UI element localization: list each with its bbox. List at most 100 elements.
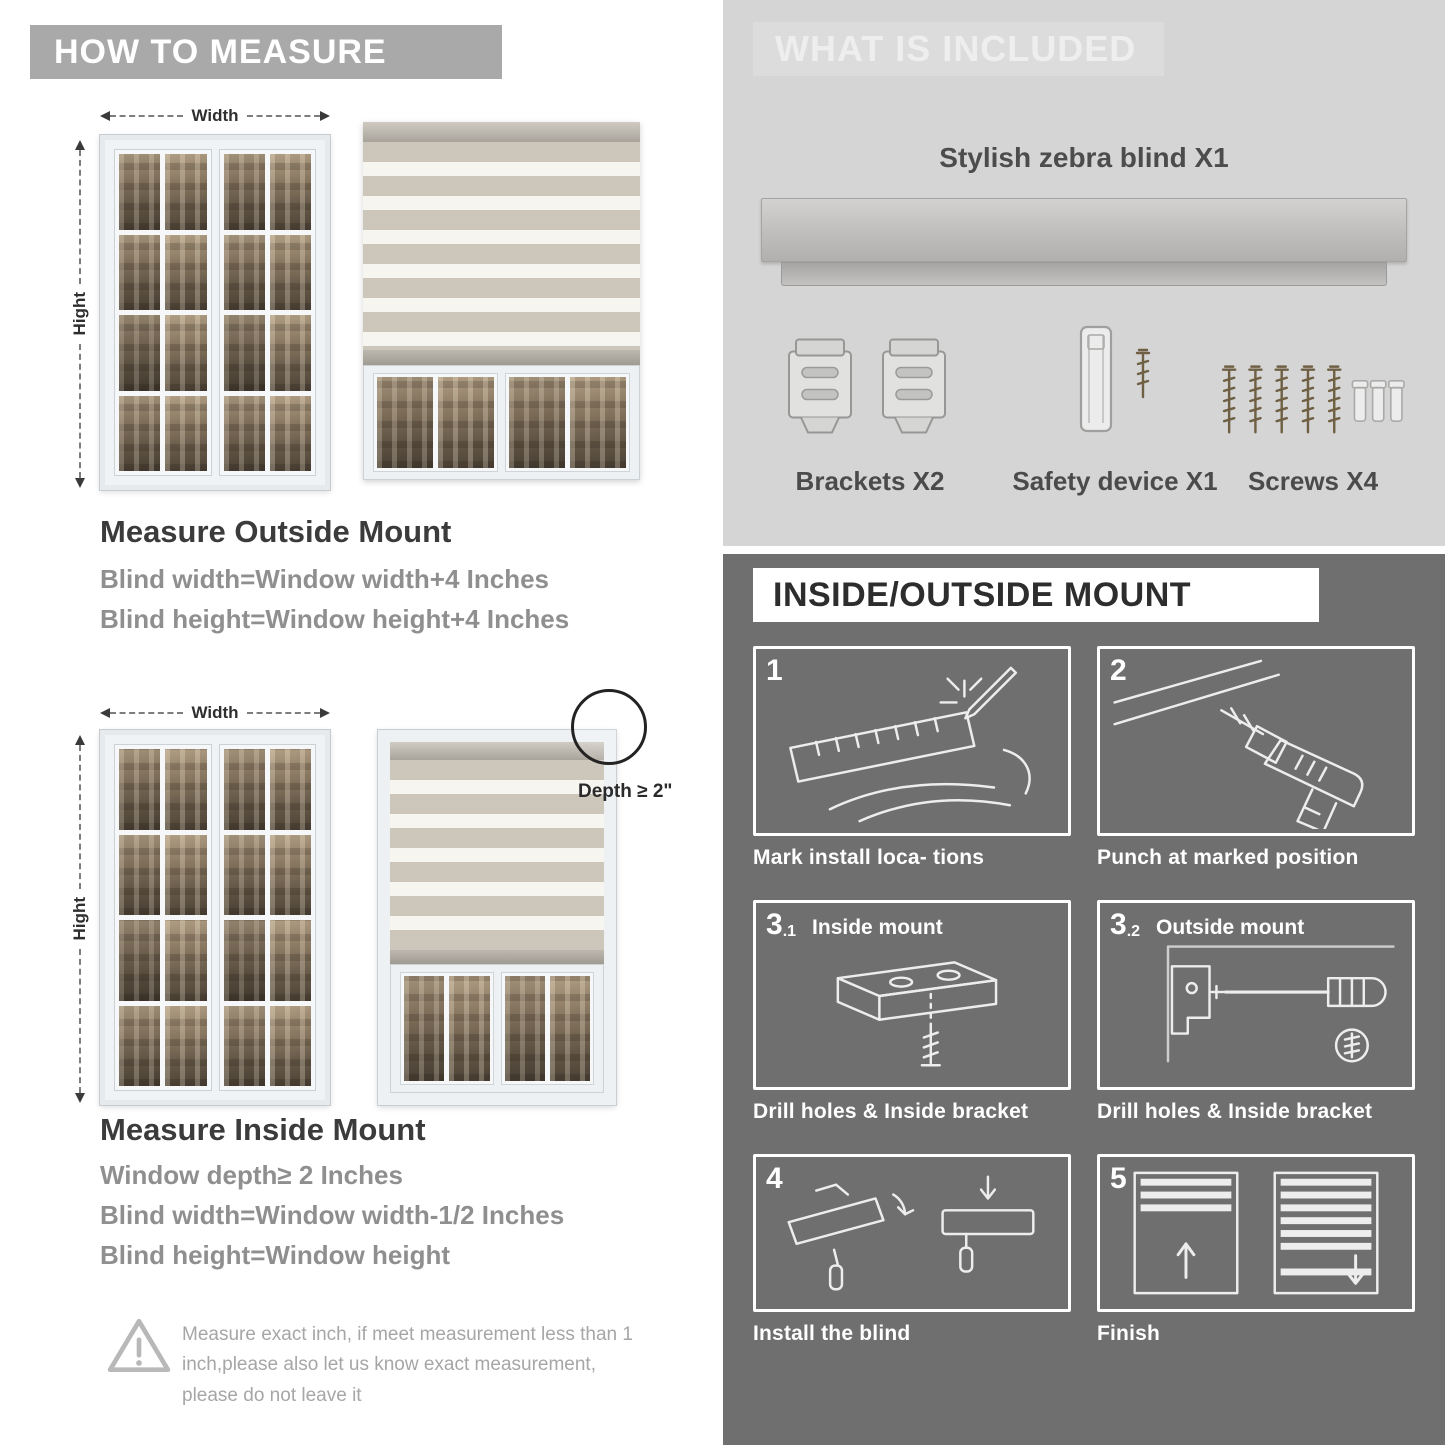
window-photo-outside [100, 135, 330, 490]
step-number: 3 .2 Outside mount [1110, 908, 1305, 941]
dashed-line [246, 115, 320, 117]
step-3-2: 3 .2 Outside mount [1097, 900, 1415, 1124]
inside-bracket-illustration [836, 961, 998, 1067]
window-pane [165, 234, 207, 310]
window-pane [119, 1005, 161, 1086]
inside-mount-rule-width: Blind width=Window width-1/2 Inches [100, 1200, 565, 1230]
window-pane [570, 377, 626, 468]
window-pane [119, 920, 161, 1001]
dashed-line [246, 712, 320, 714]
window-below-blind [363, 365, 640, 480]
window-pane [269, 749, 311, 830]
depth-callout-circle [571, 689, 647, 765]
window-sash [218, 149, 316, 476]
window-pane [504, 976, 545, 1081]
window-pane [119, 234, 161, 310]
window-pane [269, 920, 311, 1001]
screws-label: Screws X4 [1247, 466, 1379, 496]
zebra-blind-inside-figure [378, 730, 616, 1105]
dashed-line [110, 115, 184, 117]
window-sash [373, 373, 498, 472]
dashed-line [79, 948, 81, 1093]
window-below-blind [390, 964, 604, 1093]
safety-device-icon [1079, 325, 1151, 433]
inside-outside-mount-section: INSIDE/OUTSIDE MOUNT 1 [723, 554, 1445, 1445]
window-sash [218, 744, 316, 1091]
step-3-2-caption: Drill holes & Inside bracket [1097, 1100, 1373, 1123]
window-pane [269, 834, 311, 915]
window-sash [114, 744, 212, 1091]
zebra-blind-count-label: Stylish zebra blind X1 [939, 142, 1229, 173]
window-pane [165, 834, 207, 915]
zebra-blind-cassette-image [761, 198, 1407, 262]
mount-steps-grid: 1 [753, 646, 1415, 1346]
dashed-line [110, 712, 184, 714]
mark-location-illustration [789, 666, 1031, 823]
width-label: Width [191, 703, 239, 722]
window-pane [377, 377, 433, 468]
zebra-blind-rail-image [781, 262, 1387, 286]
arrow-up-icon [75, 140, 85, 150]
install-blind-illustration [787, 1175, 1035, 1291]
safety-device-label: Safety device X1 [1012, 466, 1218, 496]
height-label: Hight [70, 897, 89, 941]
window-pane [269, 1005, 311, 1086]
arrow-left-icon [100, 111, 110, 121]
finish-illustration [1133, 1171, 1379, 1295]
warning-triangle-icon [107, 1318, 171, 1373]
window-sash [400, 972, 494, 1085]
window-photo-inside [100, 730, 330, 1105]
window-pane [119, 154, 161, 230]
measurement-warning-text: Measure exact inch, if meet measurement … [182, 1324, 633, 1406]
window-pane [165, 315, 207, 391]
height-measure-arrow: Hight [70, 140, 89, 488]
what-is-included-header: WHAT IS INCLUDED [753, 22, 1165, 76]
width-label: Width [191, 106, 239, 125]
window-pane [223, 315, 265, 391]
arrow-down-icon [75, 1093, 85, 1103]
window-pane [223, 834, 265, 915]
blind-bottom-rail [363, 350, 640, 365]
window-pane [449, 976, 490, 1081]
window-pane [404, 976, 445, 1081]
window-pane [223, 749, 265, 830]
window-pane [119, 315, 161, 391]
step-4: 4 [753, 1154, 1071, 1346]
window-pane [269, 234, 311, 310]
window-pane [165, 154, 207, 230]
window-pane [438, 377, 494, 468]
window-pane [223, 154, 265, 230]
step-1: 1 [753, 646, 1071, 870]
arrow-right-icon [320, 111, 330, 121]
step-4-panel: 4 [753, 1154, 1071, 1312]
window-pane [509, 377, 565, 468]
blind-cassette [363, 122, 640, 142]
window-pane [223, 1005, 265, 1086]
window-pane [165, 920, 207, 1001]
arrow-left-icon [100, 708, 110, 718]
step-3-1: 3 .1 Inside mount [753, 900, 1071, 1124]
brackets-icon [788, 338, 946, 434]
arrow-down-icon [75, 478, 85, 488]
height-measure-arrow: Hight [70, 735, 89, 1103]
screws-icon [1221, 365, 1405, 434]
step-1-panel: 1 [753, 646, 1071, 836]
window-pane [269, 315, 311, 391]
step-2-panel: 2 [1097, 646, 1415, 836]
step-1-caption: Mark install loca- tions [753, 846, 985, 869]
window-pane [223, 234, 265, 310]
step-number: 5 [1110, 1162, 1127, 1195]
outside-mount-rule-height: Blind height=Window height+4 Inches [100, 604, 570, 634]
dashed-line [79, 150, 81, 285]
window-pane [223, 920, 265, 1001]
zebra-blind-outside-figure [363, 122, 640, 480]
step-4-caption: Install the blind [753, 1322, 911, 1345]
dashed-line [79, 343, 81, 478]
drill-illustration [1113, 659, 1364, 829]
step-number: 3 .1 Inside mount [766, 908, 943, 941]
what-is-included-section: WHAT IS INCLUDED Stylish zebra blind X1 [723, 0, 1445, 546]
step-5: 5 [1097, 1154, 1415, 1346]
outside-mount-title: Measure Outside Mount [100, 514, 452, 549]
step-2-caption: Punch at marked position [1097, 846, 1359, 869]
